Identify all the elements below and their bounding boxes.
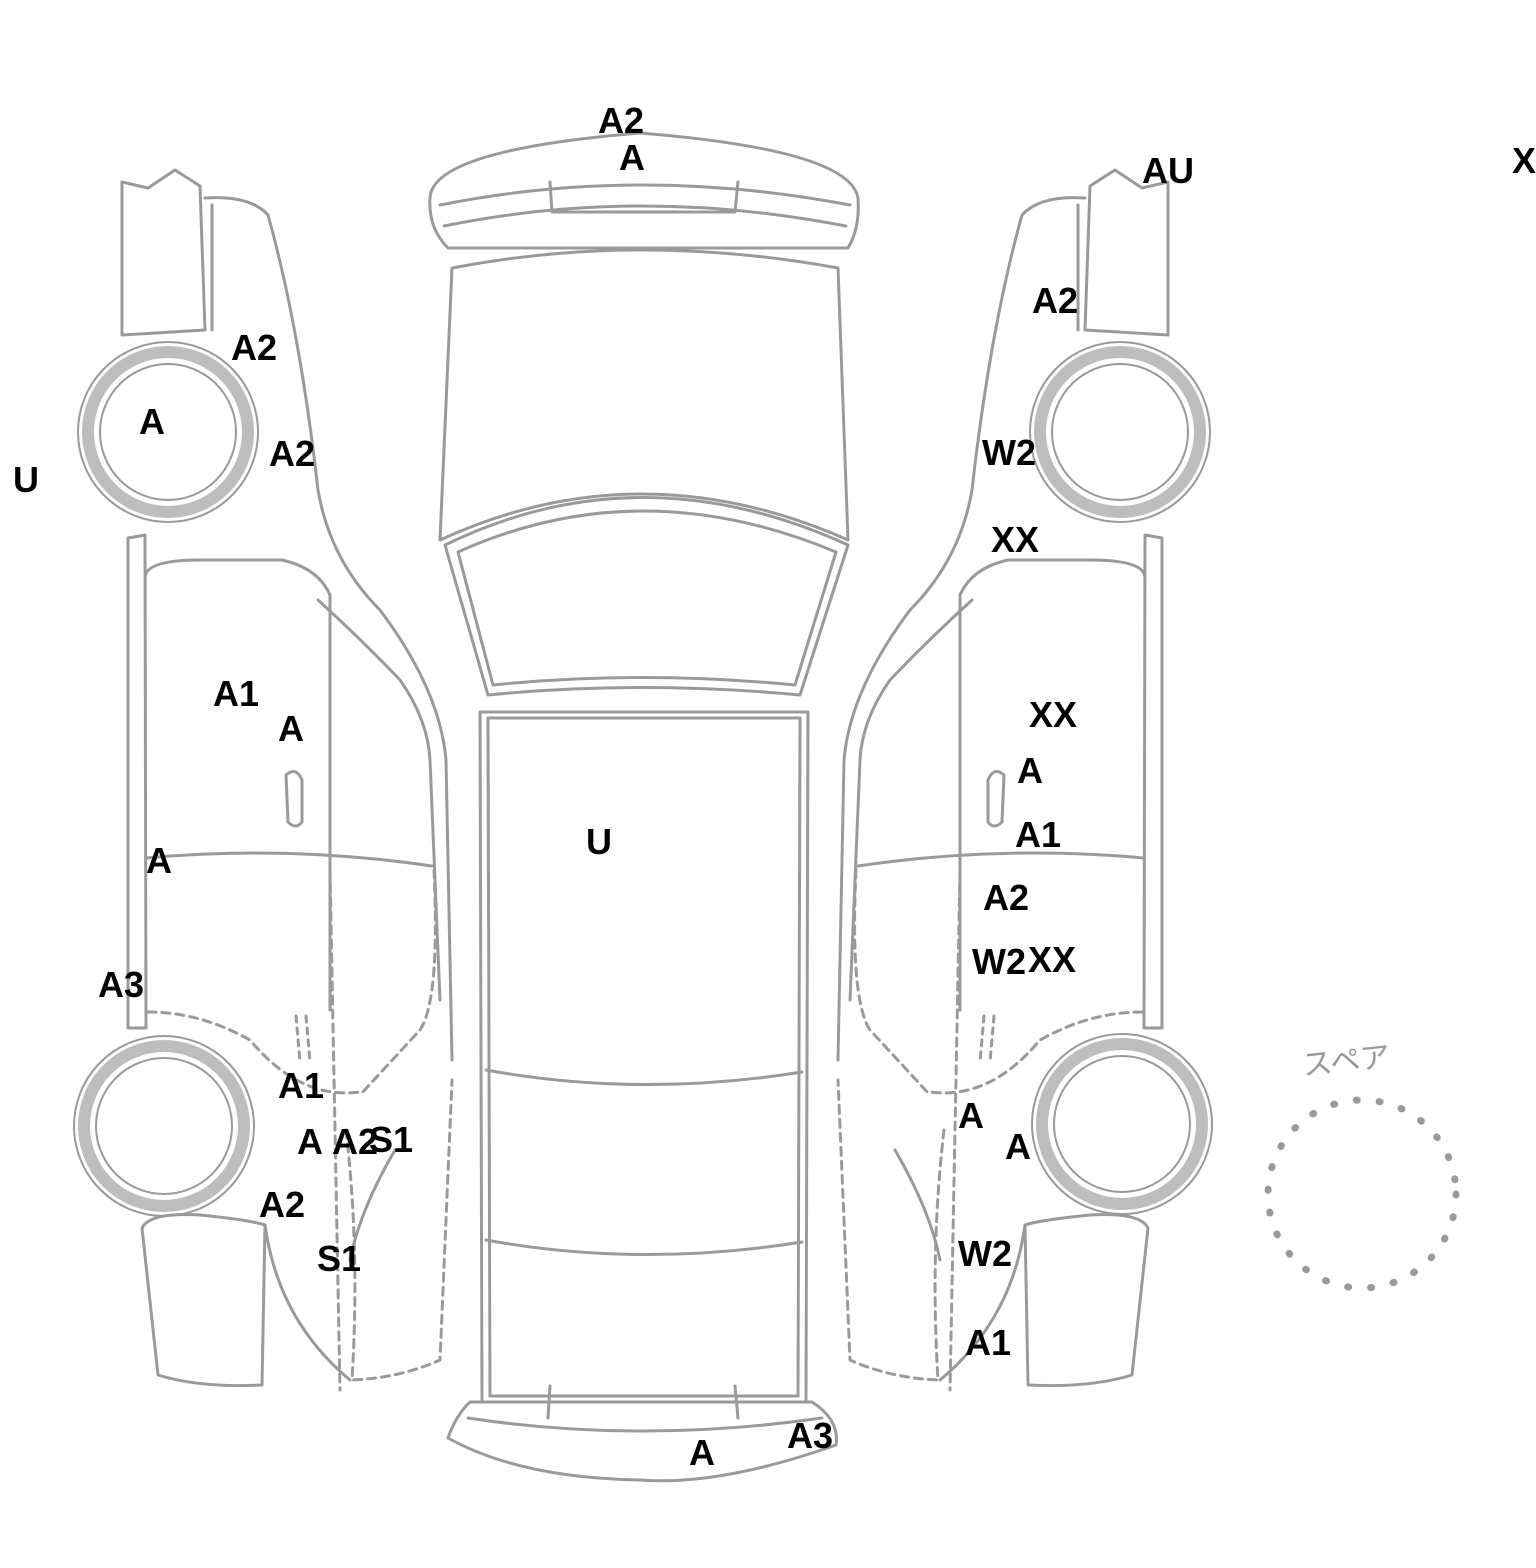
damage-mark: A (297, 1121, 323, 1162)
damage-mark: A2 (269, 433, 316, 474)
damage-mark: S1 (369, 1119, 414, 1160)
damage-mark: X (1512, 140, 1536, 181)
damage-mark: XX (1029, 694, 1078, 735)
damage-mark: A2 (1032, 280, 1079, 321)
front-bumper (428, 131, 860, 250)
cabin (478, 710, 810, 1404)
damage-mark: XX (1028, 939, 1077, 980)
rear-bumper (446, 1400, 838, 1483)
spare-label: スペア (1300, 1039, 1392, 1084)
damage-mark: S1 (317, 1238, 362, 1279)
car-top-view (428, 131, 860, 1483)
left-wheels (73, 341, 259, 1217)
damage-mark: U (13, 459, 39, 500)
right-front-bumper (1083, 168, 1170, 337)
car-left-side-view (120, 168, 454, 1392)
damage-mark: A1 (1015, 814, 1062, 855)
left-front-door (143, 558, 332, 1012)
windscreen (443, 496, 850, 697)
damage-mark: A2 (259, 1184, 306, 1225)
damage-mark: A (1005, 1126, 1031, 1167)
damage-mark: A (146, 840, 172, 881)
damage-mark: A (1017, 750, 1043, 791)
right-door-handle (986, 769, 1006, 828)
damage-mark: A2 (332, 1121, 379, 1162)
right-front-fender (836, 196, 1087, 1062)
damage-mark: A3 (98, 964, 145, 1005)
left-rear-wheel (78, 1040, 250, 1212)
damage-mark: A2 (231, 327, 278, 368)
damage-mark: A1 (213, 673, 260, 714)
damage-mark: A2 (983, 877, 1030, 918)
left-front-fender (203, 196, 454, 1062)
damage-mark: W2 (958, 1233, 1012, 1274)
damage-mark: A (139, 401, 165, 442)
damage-mark: A (958, 1095, 984, 1136)
damage-mark: A1 (965, 1322, 1012, 1363)
left-rear-bumper (140, 1213, 267, 1388)
left-door-handle (284, 769, 304, 828)
damage-mark: XX (991, 519, 1040, 560)
left-front-wheel (82, 346, 254, 518)
damage-mark: A2 (598, 100, 645, 141)
damage-mark: A (278, 708, 304, 749)
damage-mark: AU (1142, 150, 1194, 191)
damage-mark: W2 (982, 432, 1036, 473)
damage-mark: U (586, 821, 612, 862)
right-rear-bumper (1023, 1213, 1150, 1388)
hood (438, 248, 850, 542)
right-rear-wheel (1036, 1038, 1208, 1210)
right-sill (1142, 533, 1164, 1030)
damage-mark: A3 (787, 1415, 834, 1456)
right-wheels (1029, 341, 1213, 1215)
right-front-door (958, 558, 1147, 1012)
damage-mark: W2 (972, 941, 1026, 982)
damage-mark: A (619, 137, 645, 178)
left-front-bumper (120, 168, 207, 337)
damage-mark: A (689, 1432, 715, 1473)
car-right-side-view (836, 168, 1170, 1392)
right-front-wheel (1034, 346, 1206, 518)
damage-mark: A1 (278, 1065, 325, 1106)
left-sill (126, 533, 148, 1030)
spare-tyre (1264, 1096, 1460, 1292)
